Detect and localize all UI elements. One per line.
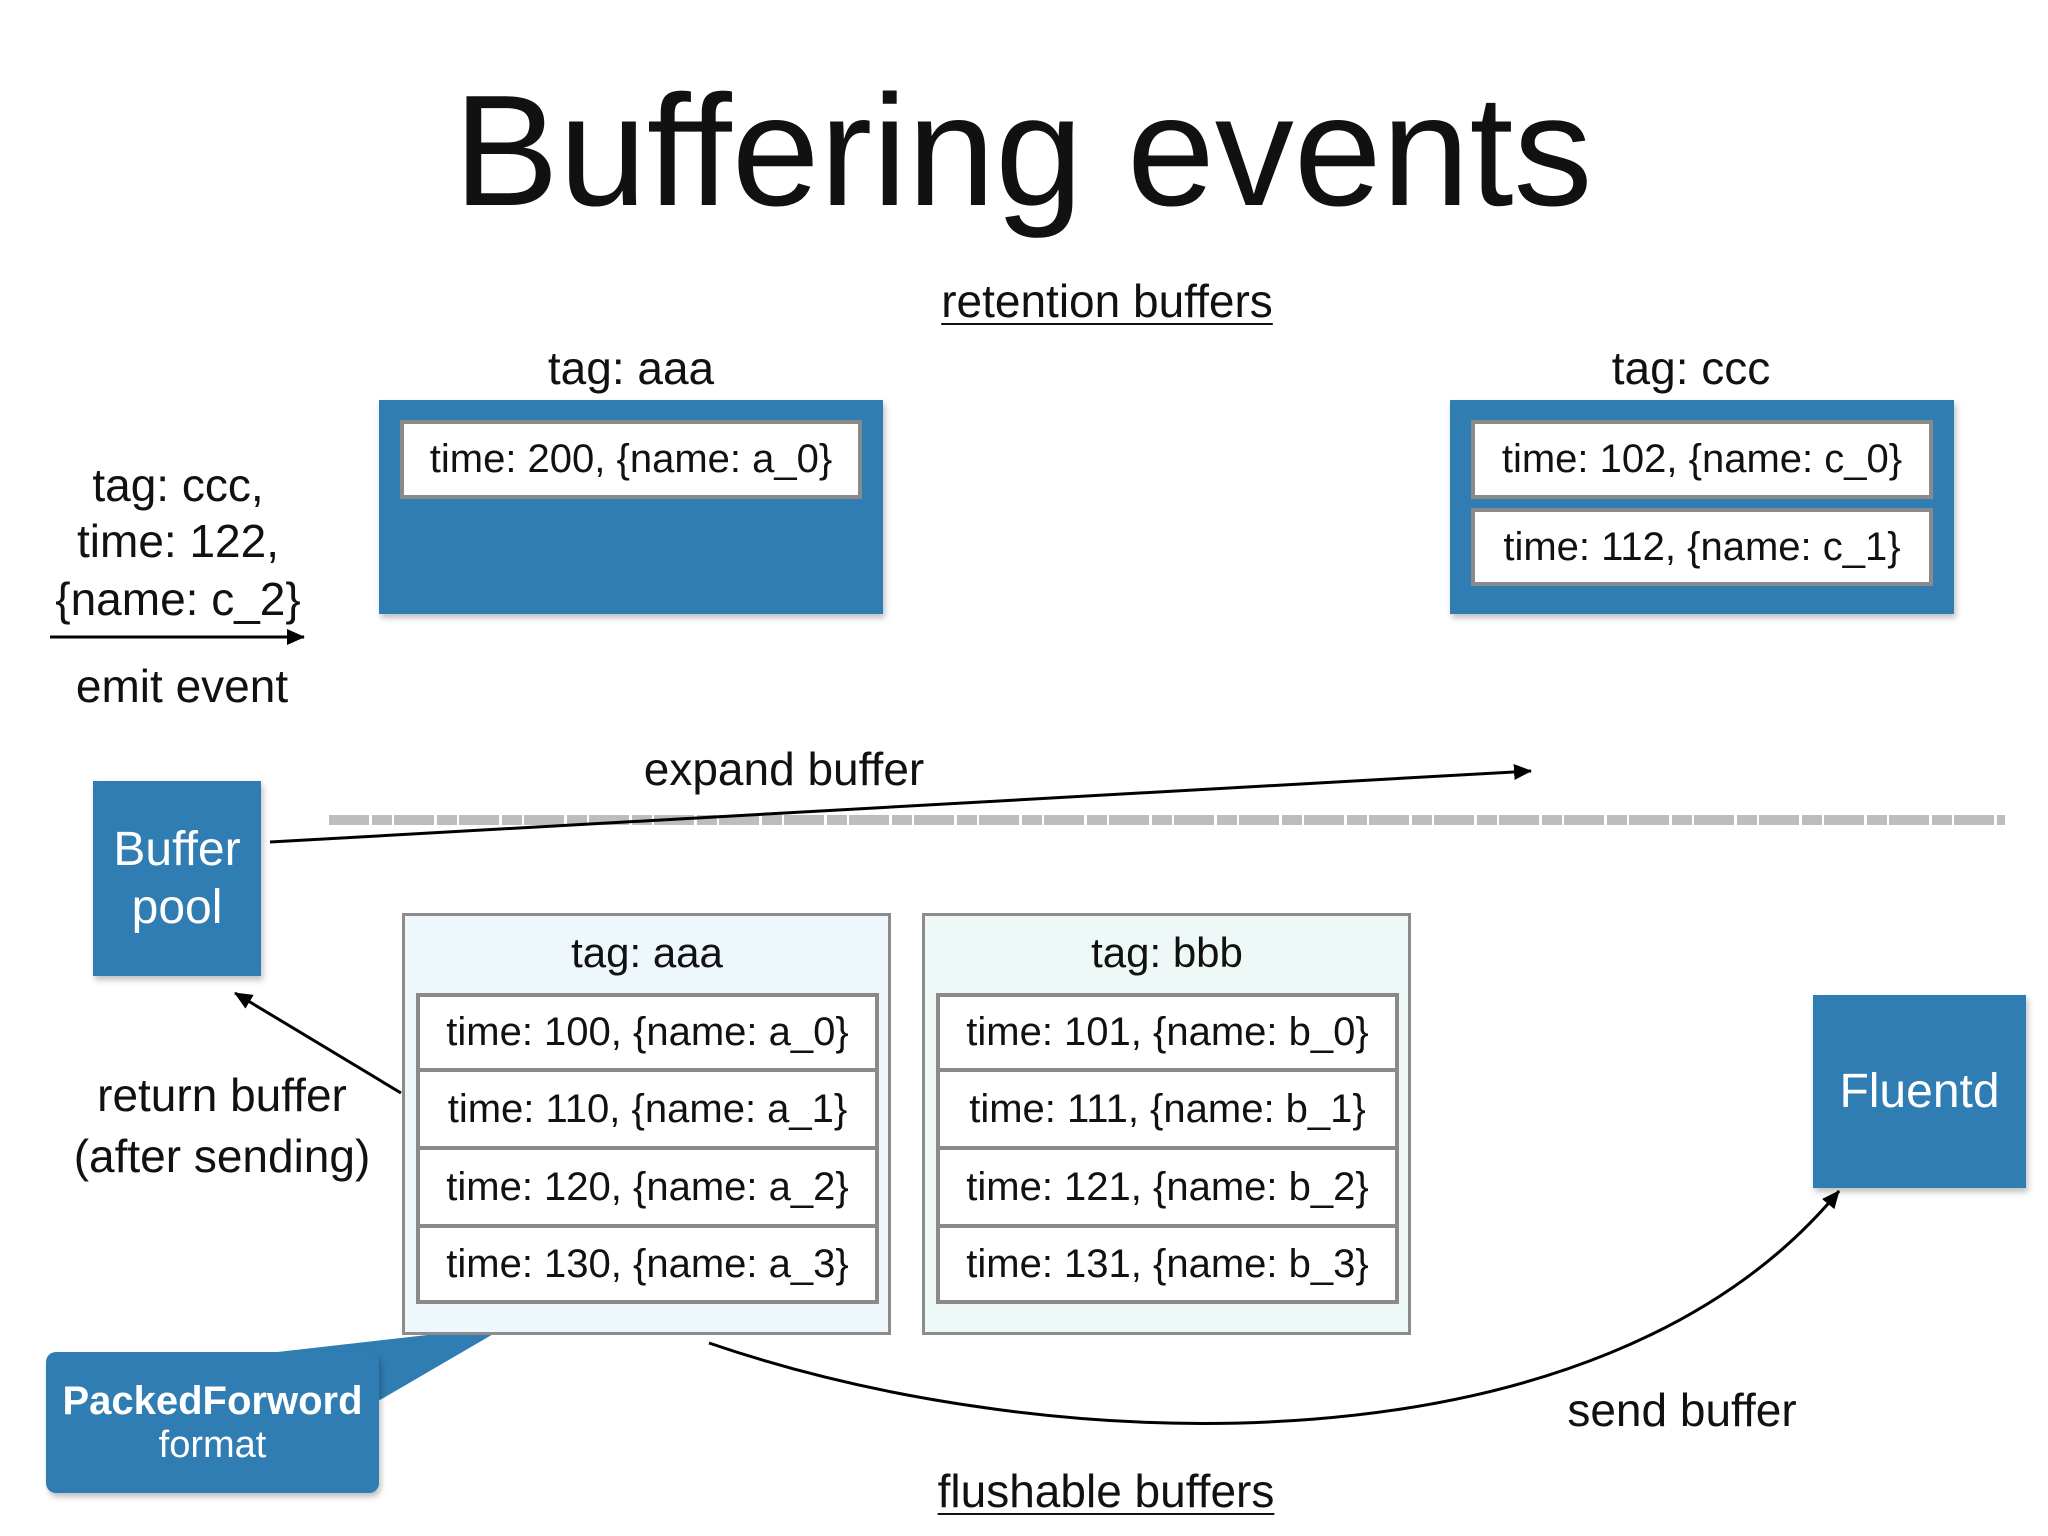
retention-buffer-ccc: time: 102, {name: c_0} time: 112, {name:…	[1450, 400, 1954, 614]
event-row: time: 120, {name: a_2}	[416, 1146, 879, 1228]
emit-event-label: emit event	[75, 660, 289, 712]
incoming-event-record: {name: c_2}	[55, 573, 301, 625]
event-row: time: 101, {name: b_0}	[936, 993, 1399, 1072]
return-buffer-label-note: (after sending)	[73, 1130, 371, 1182]
buffer-pool-line-1: Buffer	[113, 822, 241, 876]
flushable-buffer-bbb: tag: bbb time: 101, {name: b_0} time: 11…	[922, 913, 1411, 1335]
event-row: time: 100, {name: a_0}	[416, 993, 879, 1072]
retention-ccc-tag: tag: ccc	[1611, 342, 1771, 394]
event-row: time: 112, {name: c_1}	[1471, 508, 1933, 586]
event-row: time: 110, {name: a_1}	[416, 1068, 879, 1150]
expand-buffer-arrow	[269, 763, 1532, 844]
callout-title: PackedForword	[62, 1378, 363, 1423]
event-row: time: 102, {name: c_0}	[1471, 420, 1933, 499]
fluentd-box: Fluentd	[1813, 995, 2026, 1188]
flushable-bbb-tag: tag: bbb	[1091, 929, 1243, 976]
flushable-buffer-aaa: tag: aaa time: 100, {name: a_0} time: 11…	[402, 913, 891, 1335]
expand-buffer-label: expand buffer	[643, 743, 925, 795]
packedforward-callout: PackedForword format	[46, 1352, 379, 1493]
event-row: time: 200, {name: a_0}	[400, 420, 862, 499]
event-row: time: 111, {name: b_1}	[936, 1068, 1399, 1150]
page-title: Buffering events	[453, 63, 1593, 239]
buffer-pool-box: Buffer pool	[93, 781, 261, 976]
return-buffer-label: return buffer	[97, 1069, 347, 1121]
event-row: time: 131, {name: b_3}	[936, 1224, 1399, 1304]
event-row: time: 130, {name: a_3}	[416, 1224, 879, 1304]
incoming-event-tag: tag: ccc,	[92, 459, 264, 511]
event-row: time: 121, {name: b_2}	[936, 1146, 1399, 1228]
flushable-buffers-heading: flushable buffers	[937, 1465, 1275, 1517]
return-buffer-arrow	[234, 991, 402, 1095]
flushable-aaa-tag: tag: aaa	[571, 929, 723, 976]
callout-tail	[260, 1326, 507, 1400]
send-buffer-label: send buffer	[1567, 1384, 1797, 1436]
fluentd-label: Fluentd	[1839, 1064, 2000, 1118]
send-buffer-arrow	[708, 1190, 1841, 1425]
retention-buffers-heading: retention buffers	[941, 275, 1273, 327]
buffer-pool-line-2: pool	[131, 880, 223, 934]
retention-aaa-tag: tag: aaa	[547, 342, 715, 394]
retention-buffer-aaa: time: 200, {name: a_0}	[379, 400, 883, 614]
callout-subtitle: format	[158, 1423, 267, 1466]
incoming-event-time: time: 122,	[77, 515, 279, 567]
